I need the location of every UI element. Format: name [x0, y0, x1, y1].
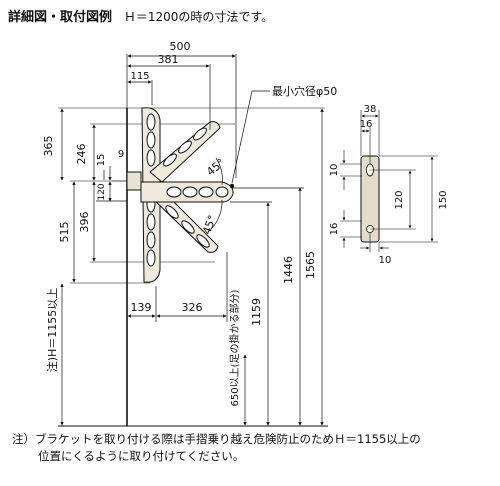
- drying-bracket: [126, 107, 234, 283]
- dim-1446: 1446: [282, 256, 295, 284]
- bracket-plate-detail: [340, 110, 438, 252]
- plate-dim-10-bottom: 10: [379, 255, 392, 266]
- left-vertical-dimensions: [60, 108, 127, 426]
- horizontal-dimensions: [126, 54, 237, 322]
- dim-handrail-h: 650以上(足の掛かる部分): [228, 289, 241, 406]
- dim-15: 15: [96, 154, 107, 167]
- dim-min-hole: 最小穴径φ50: [272, 84, 337, 98]
- min-hole-mark: [229, 183, 235, 189]
- dim-365: 365: [42, 136, 55, 157]
- header-title: 詳細図・取付図例: [8, 10, 113, 25]
- dim-246: 246: [75, 144, 88, 165]
- installation-note: 注）ブラケットを取り付ける際は手摺乗り越え危険防止のためＨ＝1155以上の 位置…: [12, 431, 421, 465]
- angle-upper: 45°: [204, 156, 227, 178]
- plate-dim-16-top: 16: [360, 119, 373, 130]
- dim-115: 115: [130, 71, 149, 82]
- dim-139: 139: [131, 301, 152, 314]
- header: 詳細図・取付図例 Ｈ＝1200の時の寸法です。: [8, 6, 273, 25]
- dim-1159: 1159: [250, 298, 263, 326]
- plate-dim-38: 38: [364, 104, 377, 115]
- plate-dim-10-top: 10: [329, 164, 340, 177]
- dim-515: 515: [58, 222, 71, 243]
- plate-dim-120: 120: [394, 190, 405, 209]
- plate-dim-150: 150: [438, 190, 449, 209]
- dim-396: 396: [78, 212, 91, 233]
- note-line-1: 注）ブラケットを取り付ける際は手摺乗り越え危険防止のためＨ＝1155以上の: [12, 432, 421, 446]
- header-subtitle: Ｈ＝1200の時の寸法です。: [123, 10, 274, 24]
- right-vertical-dimensions: [230, 90, 324, 426]
- dim-1565: 1565: [304, 251, 317, 279]
- dim-120: 120: [97, 183, 107, 200]
- dim-9: 9: [118, 149, 124, 160]
- dim-note-h: 注)H＝1155以上: [45, 288, 59, 373]
- note-line-2: 位置にくるように取り付けてください。: [38, 449, 245, 463]
- angle-lower: 45°: [200, 213, 219, 236]
- dim-500: 500: [170, 40, 191, 53]
- plate-dim-16-bottom: 16: [329, 223, 340, 236]
- dim-326: 326: [182, 301, 203, 314]
- dim-381: 381: [158, 53, 179, 66]
- base-plate: [126, 171, 142, 191]
